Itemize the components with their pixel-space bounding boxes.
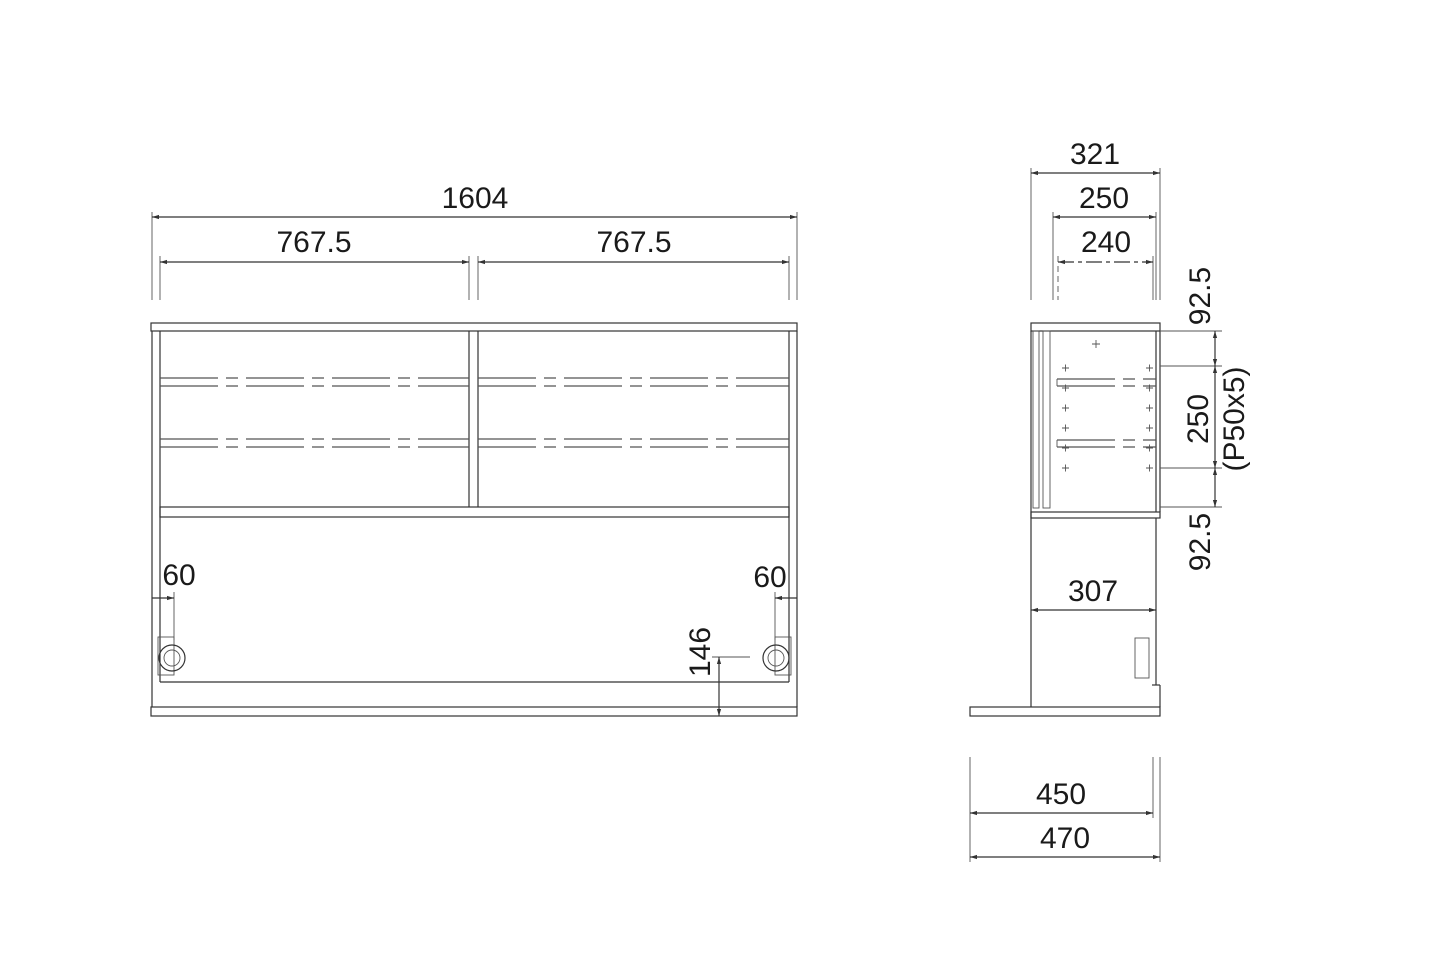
side-cabinet <box>969 322 1161 717</box>
right-caster <box>762 636 792 676</box>
inner-depth-label: 250 <box>1079 182 1129 215</box>
base-height-label: 146 <box>684 627 717 677</box>
shelf-pin-holes <box>1062 340 1153 472</box>
dim-left-bay: 767.5 <box>159 226 470 300</box>
shelf-pitch-note: (P50x5) <box>1218 366 1251 471</box>
overall-depth-label: 470 <box>1040 822 1090 855</box>
right-caster-offset-label: 60 <box>753 561 786 594</box>
base-depth-label: 450 <box>1036 778 1086 811</box>
top-depth-label: 321 <box>1070 138 1120 171</box>
lower-margin-label: 92.5 <box>1184 513 1217 571</box>
upper-margin-label: 92.5 <box>1184 267 1217 325</box>
dim-overall-width: 1604 <box>151 182 798 300</box>
dim-top-depth: 321 <box>1030 138 1161 300</box>
overall-width-label: 1604 <box>442 182 509 215</box>
dim-vertical-stack: 92.5 250 (P50x5) 92.5 <box>1160 267 1251 571</box>
front-view: 1604 767.5 767.5 <box>150 182 798 717</box>
left-caster-offset-label: 60 <box>162 559 195 592</box>
dim-shelf-depth: 240 <box>1057 226 1154 300</box>
right-bay-width-label: 767.5 <box>596 226 671 259</box>
shelf-depth-label: 240 <box>1081 226 1131 259</box>
shelf-pitch-label: 250 <box>1182 394 1215 444</box>
dim-left-caster: 60 <box>152 559 196 640</box>
dim-right-caster: 60 <box>753 561 797 640</box>
dim-right-bay: 767.5 <box>477 226 790 300</box>
dim-lower-depth: 307 <box>1031 575 1156 613</box>
front-cabinet <box>150 322 798 717</box>
dim-inner-depth: 250 <box>1052 182 1157 300</box>
left-caster <box>157 636 186 676</box>
side-view: 321 250 240 <box>969 138 1251 862</box>
left-bay-width-label: 767.5 <box>276 226 351 259</box>
dim-base-depth: 450 <box>969 757 1161 862</box>
lower-depth-label: 307 <box>1068 575 1118 608</box>
dim-base-height: 146 <box>684 627 750 716</box>
dim-overall-depth: 470 <box>970 822 1160 860</box>
